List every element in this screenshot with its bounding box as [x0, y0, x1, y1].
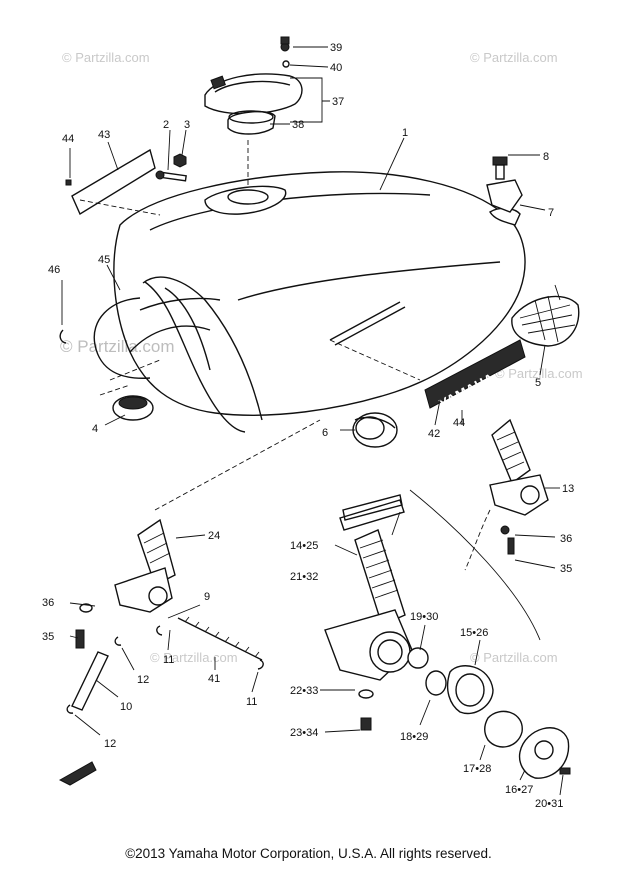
label-1: 1 [402, 127, 408, 139]
label-22-33: 22•33 [290, 685, 318, 697]
watermark-mid-right: © Partzilla.com [495, 366, 583, 381]
right-fuel-petcock [489, 418, 549, 555]
label-7: 7 [548, 207, 554, 219]
label-24: 24 [208, 530, 220, 542]
filler-cap-assembly [204, 36, 303, 135]
label-39: 39 [330, 42, 342, 54]
assembly-dashed-lines [79, 140, 541, 641]
tank-cap-piece [112, 395, 154, 421]
fuel-tank [113, 171, 526, 421]
label-44-mid: 44 [453, 417, 465, 429]
label-20-31: 20•31 [535, 798, 563, 810]
label-36-right: 36 [560, 533, 572, 545]
label-2: 2 [163, 119, 169, 131]
label-35-left: 35 [42, 631, 54, 643]
leader-lines [61, 46, 564, 796]
side-emblem-mount [511, 295, 580, 347]
breather-hose [59, 281, 246, 433]
label-16-27: 16•27 [505, 784, 533, 796]
label-15-26: 15•26 [460, 627, 488, 639]
warning-label-plate [65, 148, 156, 216]
main-fuel-petcock [324, 494, 571, 779]
label-10: 10 [120, 701, 132, 713]
watermark-bottom-left: © Partzilla.com [150, 650, 238, 665]
copyright-notice: ©2013 Yamaha Motor Corporation, U.S.A. A… [125, 846, 492, 861]
label-9: 9 [204, 591, 210, 603]
watermark-bottom-right: © Partzilla.com [470, 650, 558, 665]
label-21-32: 21•32 [290, 571, 318, 583]
label-37: 37 [332, 96, 344, 108]
rubber-grommet [352, 412, 398, 448]
label-36-left: 36 [42, 597, 54, 609]
label-11-right: 11 [246, 696, 257, 708]
label-46: 46 [48, 264, 60, 276]
label-44-top: 44 [62, 133, 74, 145]
bolt-and-nut [155, 153, 187, 182]
label-18-29: 18•29 [400, 731, 428, 743]
label-12-bottom: 12 [104, 738, 116, 750]
label-42: 42 [428, 428, 440, 440]
label-8: 8 [543, 151, 549, 163]
label-35-right: 35 [560, 563, 572, 575]
label-40: 40 [330, 62, 342, 74]
label-4: 4 [92, 423, 98, 435]
label-23-34: 23•34 [290, 727, 318, 739]
label-43: 43 [98, 129, 110, 141]
label-13: 13 [562, 483, 574, 495]
label-3: 3 [184, 119, 190, 131]
label-38: 38 [292, 119, 304, 131]
part-number-labels: 39 40 37 38 2 3 1 8 7 44 43 46 45 4 5 6 … [42, 42, 574, 810]
label-41: 41 [208, 673, 220, 685]
label-5: 5 [535, 377, 541, 389]
fuel-hose-set [66, 616, 264, 714]
label-11-left: 11 [163, 654, 174, 666]
watermark-top-left: © Partzilla.com [62, 50, 150, 65]
label-14-25: 14•25 [290, 540, 318, 552]
label-45: 45 [98, 254, 110, 266]
label-19-30: 19•30 [410, 611, 438, 623]
label-17-28: 17•28 [463, 763, 491, 775]
watermark-top-right: © Partzilla.com [470, 50, 558, 65]
watermark-center-left: © Partzilla.com [60, 337, 175, 356]
front-direction-arrow-icon [58, 761, 97, 786]
label-6: 6 [322, 427, 328, 439]
label-12-mid: 12 [137, 674, 149, 686]
rear-bracket [486, 156, 523, 213]
left-fuel-petcock [75, 518, 176, 649]
